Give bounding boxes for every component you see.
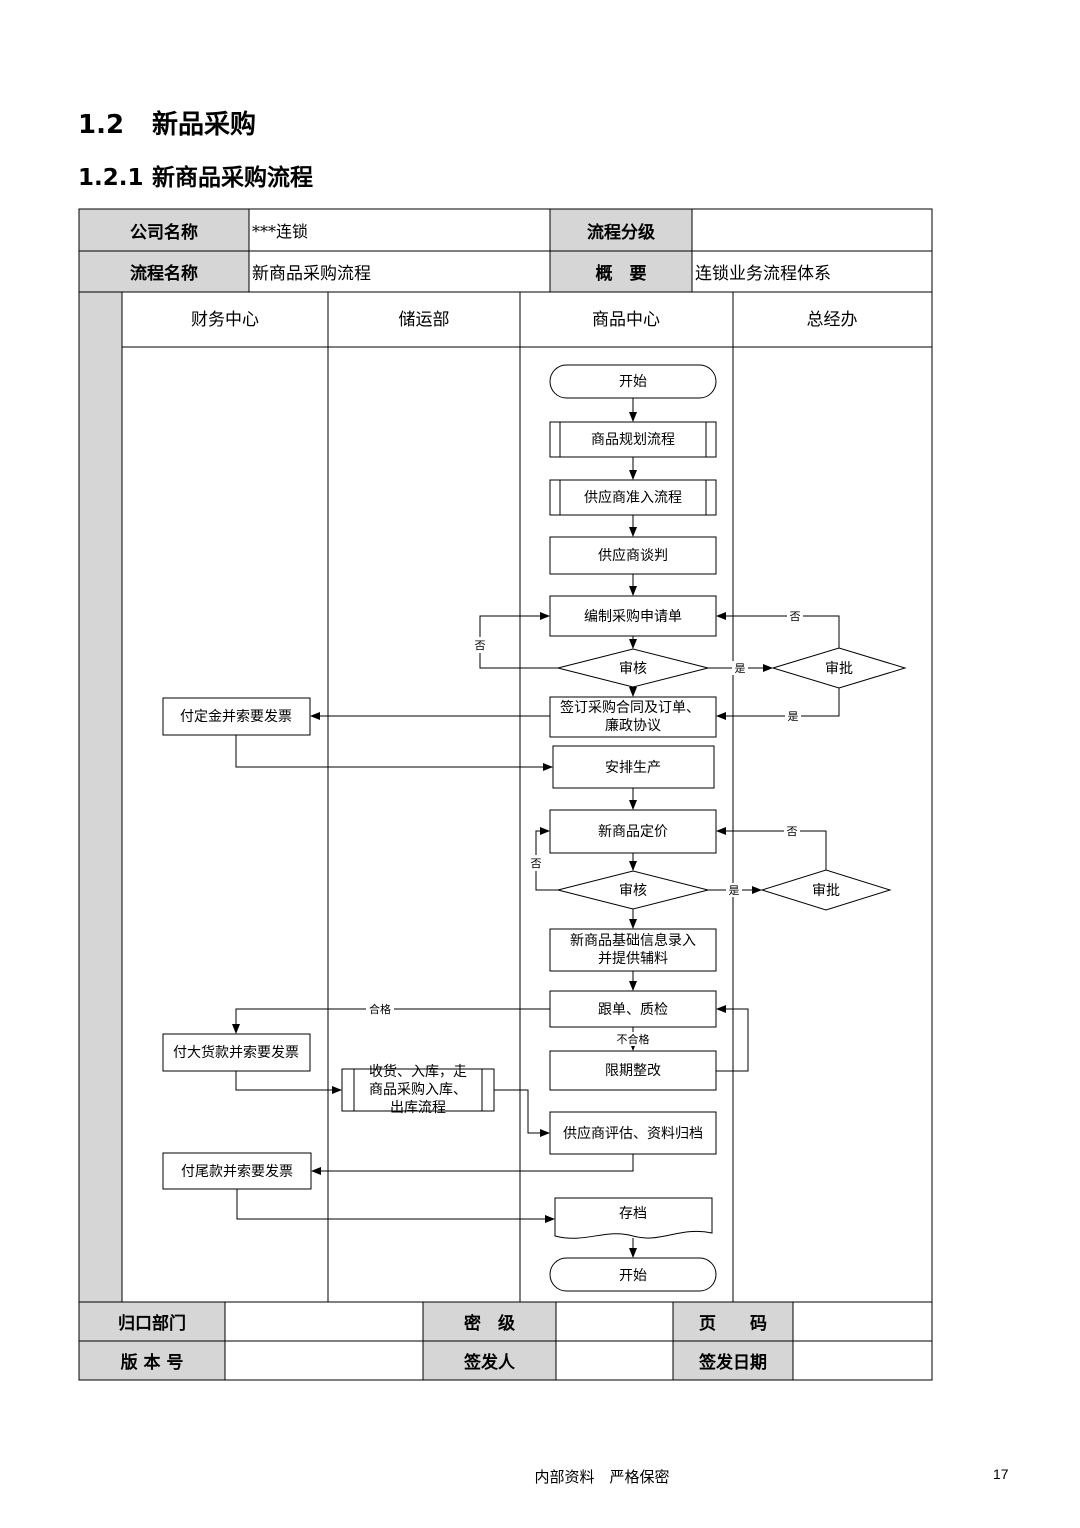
negotiate-box: [549, 536, 717, 575]
footer-confidential: 内部资料 严格保密: [534, 1468, 670, 1486]
contract-box: [549, 696, 717, 738]
approve2-label: 审批: [812, 883, 840, 899]
pricing-box: [549, 809, 717, 854]
version-label: 版 本 号: [79, 1341, 225, 1380]
compile-label: 编制采购申请单: [584, 609, 682, 625]
edge-no-review2: 否: [531, 857, 542, 870]
subsection-title: 新商品采购流程: [152, 165, 313, 191]
compile-box: [549, 595, 717, 637]
archive-label: 存档: [619, 1206, 647, 1222]
rectify-label: 限期整改: [605, 1063, 661, 1079]
bigpay-label: 付大货款并索要发票: [173, 1044, 299, 1061]
section-title: 新品采购: [152, 110, 257, 140]
receive-label-line3: 出库流程: [390, 1100, 446, 1116]
review2-label: 审核: [619, 883, 647, 899]
produce-box: [552, 745, 715, 789]
produce-label: 安排生产: [605, 760, 661, 776]
lane-general-office: 总经办: [807, 310, 858, 330]
section-heading: 1.2 新品采购: [78, 104, 256, 141]
company-label: 公司名称: [79, 209, 249, 251]
approve1-diamond: [771, 647, 907, 689]
contract-label-line2: 廉政协议: [605, 717, 661, 734]
end-terminator: [549, 1257, 717, 1292]
baseinfo-label-line2: 并提供辅料: [598, 951, 668, 967]
deposit-label: 付定金并索要发票: [180, 708, 292, 725]
review1-label: 审核: [619, 661, 647, 677]
page-number: 17: [993, 1466, 1009, 1482]
approve2-diamond: [760, 869, 892, 911]
subsection-heading: 1.2.1 新商品采购流程: [78, 158, 313, 192]
pricing-label: 新商品定价: [598, 824, 668, 840]
section-number: 1.2: [78, 110, 125, 140]
edge-yes-review2: 是: [729, 884, 740, 897]
baseinfo-label-line1: 新商品基础信息录入: [570, 932, 696, 949]
edge-pass: 合格: [369, 1002, 391, 1016]
process-name-value: 新商品采购流程: [252, 264, 371, 284]
level-label: 流程分级: [550, 209, 692, 251]
start-label: 开始: [619, 374, 647, 390]
negotiate-label: 供应商谈判: [598, 547, 668, 564]
archive-document: [554, 1197, 713, 1239]
evaluate-label: 供应商评估、资料归档: [563, 1125, 703, 1142]
end-label: 开始: [619, 1268, 647, 1284]
summary-value: 连锁业务流程体系: [695, 264, 831, 284]
receive-label-line1: 收货、入库，走: [369, 1063, 467, 1080]
page-label: 页 码: [673, 1302, 793, 1341]
company-value: ***连锁: [252, 222, 309, 241]
bigpay-box: [162, 1033, 311, 1072]
rectify-box: [549, 1050, 717, 1091]
left-rail: [79, 292, 122, 1302]
plan-label: 商品规划流程: [591, 432, 675, 448]
secret-label: 密 级: [423, 1302, 556, 1341]
edge-no-approve2: 否: [787, 825, 798, 838]
date-label: 签发日期: [673, 1341, 793, 1380]
edge-yes-review1: 是: [735, 662, 746, 675]
plan-subprocess: [549, 421, 717, 458]
edge-no-review1: 否: [475, 639, 486, 652]
process-name-label: 流程名称: [79, 251, 249, 292]
subsection-number: 1.2.1: [78, 165, 144, 191]
lane-finance: 财务中心: [191, 310, 259, 330]
edge-fail: 不合格: [617, 1032, 650, 1046]
qc-label: 跟单、质检: [598, 1002, 668, 1018]
contract-label-line1: 签订采购合同及订单、: [560, 699, 700, 716]
receive-label-line2: 商品采购入库、: [369, 1082, 467, 1098]
finalpay-label: 付尾款并索要发票: [181, 1163, 293, 1180]
summary-label: 概 要: [550, 251, 692, 292]
edge-yes-approve1: 是: [788, 710, 799, 723]
issuer-label: 签发人: [423, 1341, 556, 1380]
supplier-entry-label: 供应商准入流程: [584, 489, 682, 506]
approve1-label: 审批: [825, 661, 853, 677]
lane-logistics: 储运部: [399, 310, 450, 330]
dept-label: 归口部门: [79, 1302, 225, 1341]
edge-no-approve1: 否: [790, 610, 801, 623]
receive-subprocess: [341, 1068, 495, 1112]
lane-merchandise: 商品中心: [592, 310, 660, 330]
